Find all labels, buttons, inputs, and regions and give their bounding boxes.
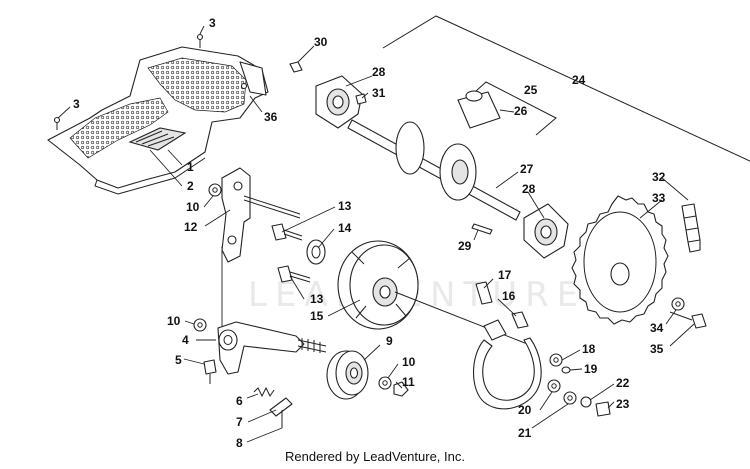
callout-28-lower: 28	[522, 182, 536, 196]
callout-1: 1	[187, 160, 194, 174]
sprocket-33	[571, 195, 669, 325]
washer-22-icon	[580, 396, 592, 408]
spring-6-icon	[253, 386, 275, 398]
callout-34: 34	[650, 321, 664, 335]
footer-credit: Rendered by LeadVenture, Inc.	[285, 449, 465, 464]
callout-19: 19	[584, 362, 598, 376]
bolt-23-icon	[595, 401, 611, 417]
idler-pivot-icon	[218, 329, 238, 351]
jackshaft-assembly	[289, 15, 750, 259]
callout-12: 12	[184, 220, 198, 234]
callout-21: 21	[518, 426, 532, 440]
clutch-drum-assembly	[337, 240, 531, 346]
spacer-14-icon	[306, 239, 326, 265]
latch-7-icon	[269, 397, 293, 417]
sprocket-hub-icon	[610, 262, 630, 286]
brake-band-assembly	[473, 281, 611, 417]
callout-25: 25	[524, 83, 538, 97]
callout-2: 2	[187, 179, 194, 193]
key-29-icon	[471, 223, 493, 235]
callout-7: 7	[236, 415, 243, 429]
callout-8: 8	[236, 436, 243, 449]
callout-3-left: 3	[73, 97, 80, 111]
shaft-hub-icon	[395, 121, 425, 175]
leader-lines	[57, 25, 695, 443]
washer-20-icon	[547, 379, 561, 393]
callout-3-top: 3	[209, 16, 216, 30]
callout-10-top: 10	[186, 200, 200, 214]
callout-5: 5	[175, 353, 182, 367]
callout-27: 27	[520, 162, 534, 176]
bolt-13-upper-icon	[271, 223, 287, 241]
idler-arm-assembly	[193, 318, 409, 428]
screw-36-icon	[240, 82, 248, 90]
jackshaft-27	[347, 119, 521, 221]
callout-26: 26	[514, 104, 528, 118]
washer-10-left-icon	[193, 318, 207, 332]
nut-11-icon	[393, 381, 409, 397]
floorboard-bracket	[239, 61, 267, 96]
floorboard-mesh-left	[69, 97, 169, 159]
screw-3-top-icon	[196, 33, 204, 41]
callout-33: 33	[652, 191, 666, 205]
callout-32: 32	[652, 170, 666, 184]
callout-10-right: 10	[402, 355, 416, 369]
floorboard-mesh-right	[147, 57, 247, 113]
washer-10-top-icon	[208, 183, 222, 197]
callout-30: 30	[314, 35, 328, 49]
callout-36: 36	[264, 110, 278, 124]
callout-14: 14	[338, 221, 352, 235]
callout-10-left: 10	[167, 314, 181, 328]
chain-32-icon	[681, 203, 701, 253]
washer-34-icon	[671, 297, 685, 311]
clip-19-icon	[561, 366, 571, 374]
callout-20: 20	[518, 403, 532, 417]
washer-18-icon	[549, 353, 563, 367]
washer-10-right-icon	[378, 376, 392, 390]
callout-4: 4	[182, 333, 189, 347]
screw-3-left-icon	[53, 116, 61, 124]
pin-17-icon	[475, 281, 493, 305]
callout-28-upper: 28	[372, 65, 386, 79]
callout-24: 24	[572, 73, 586, 87]
callout-labels: 3 3 36 1 2 10 12 13 14 13 15 10 4 5 6 7 …	[73, 16, 666, 449]
washer-21-icon	[563, 391, 577, 405]
brake-band-16	[473, 337, 542, 410]
callout-23: 23	[616, 397, 630, 411]
callout-16: 16	[502, 289, 516, 303]
callout-6: 6	[236, 394, 243, 408]
bracket-hole-icon	[233, 181, 243, 191]
bolt-5-icon	[203, 359, 217, 375]
callout-35: 35	[650, 342, 664, 356]
floorboard-plate-2	[128, 127, 187, 151]
callout-13-lower: 13	[310, 292, 324, 306]
bolt-35-icon	[691, 313, 707, 329]
exploded-parts-diagram: LEADVENTURE	[47, 15, 750, 449]
callout-22: 22	[616, 376, 630, 390]
idler-arm-4	[217, 321, 305, 375]
bolt-30-icon	[289, 61, 303, 73]
sprocket-assembly	[571, 195, 707, 329]
callout-29: 29	[458, 239, 472, 253]
floorboard-assembly	[47, 33, 269, 195]
callout-31: 31	[372, 86, 386, 100]
callout-11: 11	[402, 375, 415, 389]
callout-15: 15	[310, 309, 324, 323]
callout-18: 18	[582, 342, 596, 356]
callout-17: 17	[498, 268, 512, 282]
callout-13-upper: 13	[338, 199, 352, 213]
callout-9: 9	[386, 334, 393, 348]
